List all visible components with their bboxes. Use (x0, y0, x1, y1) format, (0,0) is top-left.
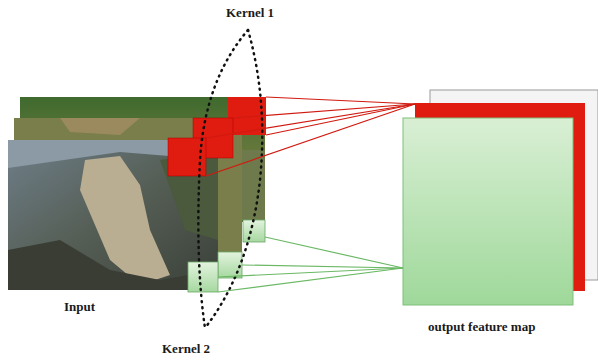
map-label: output feature map (428, 320, 535, 334)
image-label: Input (64, 300, 95, 314)
kernel-link (218, 237, 403, 292)
kernel-link (206, 97, 415, 176)
kernel-bracket (205, 30, 262, 328)
input-layer (60, 118, 140, 135)
kernel-square (188, 262, 218, 292)
kernel-square (218, 252, 242, 278)
kernel-bracket (198, 30, 248, 328)
kernel-label: Kernel 1 (226, 6, 274, 20)
kernel-label: Kernel 2 (162, 342, 210, 356)
feature-map (403, 118, 573, 305)
kernel-square (243, 220, 265, 242)
valley (8, 240, 218, 290)
